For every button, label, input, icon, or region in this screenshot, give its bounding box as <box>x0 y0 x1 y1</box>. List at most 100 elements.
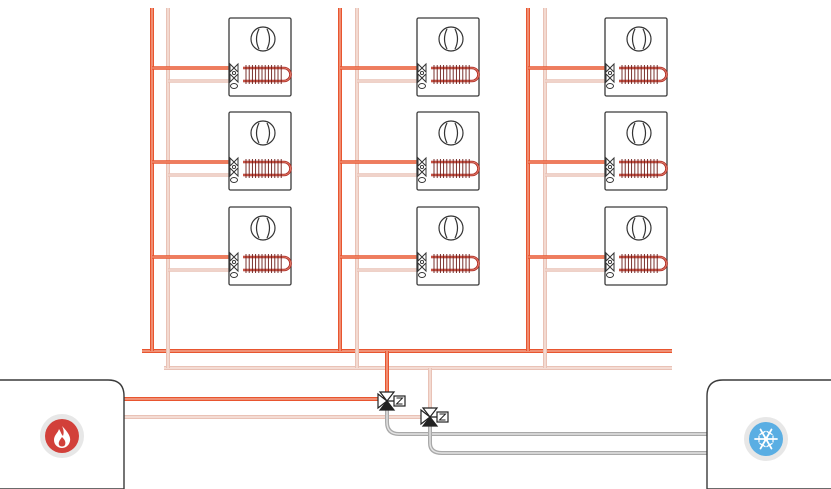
chiller-return-line-inner <box>429 423 720 454</box>
valve-bottom <box>417 261 427 273</box>
valve-handwheel <box>230 177 238 183</box>
valve-handwheel <box>418 83 426 89</box>
valve-handwheel <box>418 177 426 183</box>
valve-hub <box>419 70 425 76</box>
valve-bottom <box>417 166 427 178</box>
valve-hub <box>419 164 425 170</box>
valve-bottom <box>229 166 239 178</box>
valve-bottom <box>417 72 427 84</box>
actuator-z-mark <box>395 397 404 405</box>
valve-hub <box>607 164 613 170</box>
actuator-z-mark <box>438 413 447 421</box>
fan-coil-unit-2-3[interactable] <box>416 206 480 286</box>
fan-coil-units <box>228 17 668 286</box>
coil-loop-highlight <box>431 256 479 271</box>
valve-top <box>605 156 615 168</box>
heating-coil-icon <box>431 65 480 84</box>
heating-coil-icon <box>243 65 292 84</box>
heating-coil-icon <box>619 65 668 84</box>
balancing-valve-icon <box>229 62 239 89</box>
plant-equipment <box>0 379 831 489</box>
coil-loop-highlight <box>619 161 667 176</box>
coil-loop-highlight <box>243 67 291 82</box>
snowflake-icon <box>744 417 788 461</box>
fan-icon <box>438 120 464 146</box>
balancing-valve-icon <box>229 251 239 278</box>
fan-coil-unit-2-2[interactable] <box>416 111 480 191</box>
fan-coil-unit-2-1[interactable] <box>416 17 480 97</box>
valve-handwheel <box>606 177 614 183</box>
balancing-valve-icon <box>417 251 427 278</box>
valve-hub <box>231 70 237 76</box>
coil-loop-highlight <box>619 256 667 271</box>
valve-port-left <box>377 392 388 410</box>
coil-loop-highlight <box>431 161 479 176</box>
heating-coil-icon <box>243 159 292 178</box>
valve-bottom <box>605 261 615 273</box>
fan-coil-unit-3-2[interactable] <box>604 111 668 191</box>
valve-hub <box>419 259 425 265</box>
snow-barb <box>766 442 773 448</box>
valve-top <box>417 251 427 263</box>
valve-bottom <box>605 72 615 84</box>
three-way-motorized-valve-icon-2[interactable] <box>420 407 449 427</box>
valve-top <box>417 62 427 74</box>
fan-coil-unit-3-3[interactable] <box>604 206 668 286</box>
valve-top <box>417 156 427 168</box>
valve-port-top <box>421 407 439 418</box>
heating-coil-icon <box>619 254 668 273</box>
valve-hub <box>607 259 613 265</box>
chiller-return-line <box>428 423 720 455</box>
valve-bottom <box>229 72 239 84</box>
coil-loop-highlight <box>243 256 291 271</box>
fan-icon <box>250 26 276 52</box>
valve-top <box>229 251 239 263</box>
balancing-valve-icon <box>605 62 615 89</box>
fan-coil-unit-1-1[interactable] <box>228 17 292 97</box>
valve-top <box>605 251 615 263</box>
valve-top <box>229 62 239 74</box>
three-way-motorized-valve-icon-1[interactable] <box>377 391 406 411</box>
valve-hub <box>231 164 237 170</box>
fan-icon <box>250 215 276 241</box>
snow-barb <box>766 430 773 436</box>
valve-port-left <box>420 408 431 426</box>
chiller-supply-line <box>385 405 720 436</box>
valve-handwheel <box>230 272 238 278</box>
chiller-return-line-outer <box>428 423 720 455</box>
balancing-valve-icon <box>605 251 615 278</box>
fan-icon <box>250 120 276 146</box>
balancing-valve-icon <box>605 156 615 183</box>
snow-barb <box>759 442 766 448</box>
valve-hub <box>231 259 237 265</box>
balancing-valve-icon <box>229 156 239 183</box>
valve-top <box>229 156 239 168</box>
valve-top <box>605 62 615 74</box>
pipe-network <box>115 8 720 455</box>
snow-barb <box>759 430 766 436</box>
coil-loop-highlight <box>619 67 667 82</box>
balancing-valve-icon <box>417 62 427 89</box>
heating-coil-icon <box>619 159 668 178</box>
boiler-unit[interactable] <box>0 379 125 489</box>
fan-coil-unit-3-1[interactable] <box>604 17 668 97</box>
heating-coil-icon <box>431 159 480 178</box>
chiller-unit[interactable] <box>706 379 831 489</box>
valve-handwheel <box>606 272 614 278</box>
chiller-supply-line-inner <box>386 405 720 435</box>
flame-icon <box>40 414 84 458</box>
heating-coil-icon <box>431 254 480 273</box>
fan-icon <box>438 215 464 241</box>
heating-coil-icon <box>243 254 292 273</box>
fan-coil-unit-1-3[interactable] <box>228 206 292 286</box>
fan-icon <box>438 26 464 52</box>
snow-center <box>763 436 769 442</box>
valve-port-bottom <box>421 416 439 427</box>
coil-loop-highlight <box>431 67 479 82</box>
valve-handwheel <box>418 272 426 278</box>
flame-outer <box>54 426 71 448</box>
fan-coil-unit-1-2[interactable] <box>228 111 292 191</box>
valve-hub <box>607 70 613 76</box>
